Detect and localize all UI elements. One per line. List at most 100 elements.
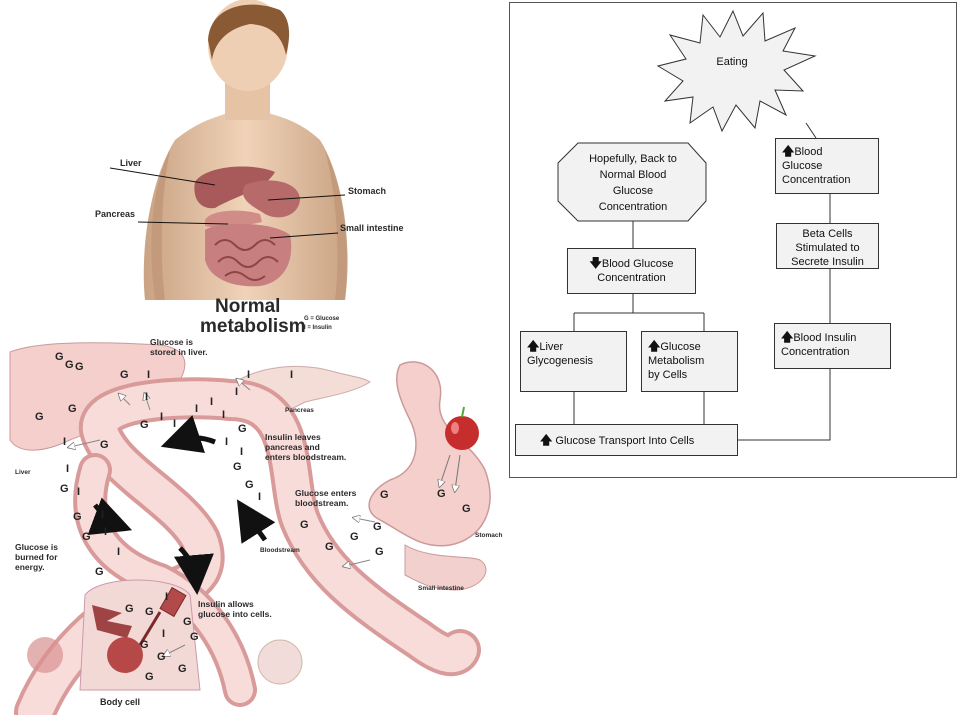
glucose-letter: G xyxy=(65,359,74,371)
label-insulin-leaves-3: enters bloodstream. xyxy=(265,452,346,462)
label-pancreas-small: Pancreas xyxy=(285,407,314,414)
liver-glycogenesis-line-2: Glycogenesis xyxy=(527,355,594,367)
label-glucose-burned-2: burned for xyxy=(15,552,58,562)
glucose-letter: G xyxy=(233,461,242,473)
label-glucose-stored-1: Glucose is xyxy=(150,337,193,347)
label-insulin-allows-2: glucose into cells. xyxy=(198,609,272,619)
transfer-arrow xyxy=(355,518,376,522)
label-glucose-burned-1: Glucose is xyxy=(15,542,58,552)
insulin-letter: I xyxy=(63,436,66,448)
small-intestine-shape xyxy=(404,544,487,591)
glucose-letter: G xyxy=(140,419,149,431)
transfer-arrow xyxy=(165,644,186,655)
transfer-arrow xyxy=(455,454,461,490)
blood-glucose-increase-line-2: Glucose xyxy=(782,160,823,172)
cell-left xyxy=(27,637,63,673)
glucose-letter: G xyxy=(375,546,384,558)
insulin-key-icon xyxy=(138,586,187,646)
blood-glucose-decrease-line-2: Concentration xyxy=(597,272,666,284)
glucose-letter: G xyxy=(95,566,104,578)
connector-lines xyxy=(573,122,831,441)
label-stomach-top: Stomach xyxy=(348,186,386,196)
glucose-letter: G xyxy=(55,351,64,363)
blood-glucose-increase-line-1: Blood xyxy=(794,146,823,158)
glucose-metabolism-box: 🡅Glucose Metabolism by Cells xyxy=(641,331,738,392)
transfer-arrow xyxy=(345,559,371,566)
transfer-arrow xyxy=(120,395,131,406)
insulin-letter: I xyxy=(210,396,213,408)
label-insulin-leaves-2: pancreas and xyxy=(265,442,320,452)
blood-glucose-decrease-line-1: Blood Glucose xyxy=(601,258,674,270)
insulin-letter: I xyxy=(225,436,228,448)
glucose-letter: G xyxy=(178,663,187,675)
insulin-letter: I xyxy=(290,369,293,381)
blood-glucose-decrease-box: 🡇Blood Glucose Concentration xyxy=(567,248,696,294)
blood-insulin-increase-box: 🡅Blood Insulin Concentration xyxy=(774,323,891,369)
up-arrow-icon: 🡅 xyxy=(648,339,661,353)
label-body-cell: Body cell xyxy=(100,697,140,707)
insulin-letter: I xyxy=(77,486,80,498)
insulin-letter: I xyxy=(247,369,250,381)
up-arrow-icon: 🡅 xyxy=(527,339,540,353)
insulin-letter: I xyxy=(195,403,198,415)
title-normal: Normal xyxy=(215,296,280,317)
apple-icon xyxy=(445,406,479,450)
metabolism-illustration: Liver Pancreas Stomach Small intestine N… xyxy=(9,0,502,720)
glucose-metabolism-line-3: by Cells xyxy=(648,369,688,381)
flowchart-panel: Eating Hopefully, Back to Normal Blood G… xyxy=(509,2,957,478)
hopefully-line-1: Hopefully, Back to xyxy=(589,153,677,165)
insulin-letter: I xyxy=(101,509,104,521)
label-small-intestine-top: Small intestine xyxy=(340,223,404,233)
insulin-letter: I xyxy=(162,628,165,640)
glucose-letter: G xyxy=(380,489,389,501)
glucose-letter: G xyxy=(35,411,44,423)
label-stomach-small: Stomach xyxy=(475,532,502,539)
glucose-letter: G xyxy=(437,488,446,500)
label-glucose-stored-2: stored in liver. xyxy=(150,347,208,357)
insulin-letter: I xyxy=(222,409,225,421)
insulin-letter: I xyxy=(160,411,163,423)
hopefully-octagon-shape xyxy=(557,142,707,222)
label-pancreas-top: Pancreas xyxy=(95,209,135,219)
blood-glucose-increase-line-3: Concentration xyxy=(782,174,851,186)
glucose-transport-label: Glucose Transport Into Cells xyxy=(555,435,695,447)
label-glucose-enters-1: Glucose enters xyxy=(295,488,357,498)
down-arrow-icon: 🡇 xyxy=(589,256,602,270)
beta-cells-line-3: Secrete Insulin xyxy=(791,256,864,268)
glucose-letter: G xyxy=(157,651,166,663)
cell-right xyxy=(257,639,303,685)
glucose-letter: G xyxy=(190,631,199,643)
glucose-letter: G xyxy=(125,603,134,615)
insulin-letter: I xyxy=(104,526,107,538)
beta-cells-line-2: Stimulated to xyxy=(795,242,860,254)
hopefully-line-3: Glucose xyxy=(612,185,654,197)
label-glucose-burned-3: energy. xyxy=(15,562,45,572)
glucose-letter: G xyxy=(145,671,154,683)
transfer-arrow xyxy=(145,395,151,411)
liver-glycogenesis-box: 🡅Liver Glycogenesis xyxy=(520,331,627,392)
glucose-letter: G xyxy=(145,606,154,618)
label-glucose-enters-2: bloodstream. xyxy=(295,498,348,508)
glucose-letter: G xyxy=(350,531,359,543)
glucose-letter: G xyxy=(373,521,382,533)
energy-burst-icon xyxy=(92,605,132,638)
hopefully-line-2: Normal Blood xyxy=(599,169,667,181)
glucose-letter: G xyxy=(238,423,247,435)
body-cell-nucleus xyxy=(107,637,143,673)
blood-insulin-line-1: Blood Insulin xyxy=(793,332,857,344)
eating-label: Eating xyxy=(716,56,748,68)
glucose-letter: G xyxy=(120,369,129,381)
title-metabolism: metabolism xyxy=(200,316,306,337)
glucose-letter: G xyxy=(82,531,91,543)
metabolism-illustration-svg: Liver Pancreas Stomach Small intestine N… xyxy=(9,0,502,720)
insulin-letter: I xyxy=(117,546,120,558)
transfer-arrow xyxy=(440,454,451,485)
glucose-letter: G xyxy=(60,483,69,495)
organs xyxy=(109,166,346,287)
glucose-letter: G xyxy=(68,403,77,415)
human-figure xyxy=(143,0,348,300)
insulin-letter: I xyxy=(240,446,243,458)
hopefully-normal-glucose-label: Hopefully, Back to Normal Blood Glucose … xyxy=(568,151,698,215)
insulin-letter: I xyxy=(165,591,168,603)
transfer-arrow xyxy=(70,439,101,447)
